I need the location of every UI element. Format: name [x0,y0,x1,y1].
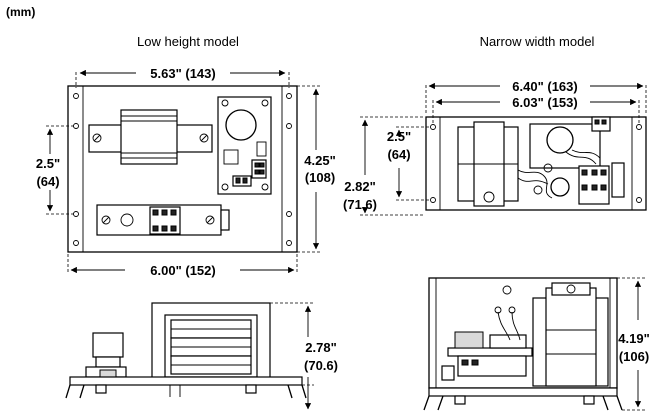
low-height-side-dimensions: 2.78" (70.6) [270,302,338,410]
side-base-plate [69,376,303,386]
narrow-width-top-dimensions: 6.40" (163) 6.03" (153) 2.5" (64) 2.82" … [343,79,647,216]
low-height-top-view [67,85,298,253]
nw-overall-width-label: 6.40" (163) [512,79,577,94]
narrow-base-plate [425,116,647,211]
lh-side-height-line2: (70.6) [304,358,338,373]
unit-label: (mm) [6,5,35,19]
lh-overall-height-line1: 4.25" [304,153,335,168]
narrow-width-side-dimensions: 4.19" (106) [617,277,650,411]
narrow-width-top-view [425,116,647,211]
low-height-side-view [65,302,307,399]
capacitor [225,109,257,141]
nw-mount-width-label: 6.03" (153) [512,95,577,110]
base-plate [67,85,298,253]
nw-overall-height-line2: (71.6) [343,197,377,212]
lh-mount-height-line2: (64) [36,174,59,189]
transformer-coil [120,109,178,165]
lh-side-height-line1: 2.78" [305,340,336,355]
low-height-top-dimensions: 5.63" (143) 6.00" (152) 4.25" (108) 2.5"… [36,66,336,278]
low-height-title: Low height model [137,34,239,49]
nw-mount-height-line1: 2.5" [387,129,411,144]
nw-side-height-line2: (106) [619,349,649,364]
lh-overall-height-line2: (108) [305,170,335,185]
fuse-holder-cap [92,332,124,358]
lh-mount-width-label: 5.63" (143) [150,66,215,81]
nw-overall-height-line1: 2.82" [344,179,375,194]
nw-side-height-line1: 4.19" [618,331,649,346]
narrow-width-side-view [423,277,623,411]
lh-mount-height-line1: 2.5" [36,156,60,171]
lh-overall-width-label: 6.00" (152) [150,263,215,278]
nw-mount-height-line2: (64) [387,147,410,162]
narrow-width-title: Narrow width model [480,34,595,49]
